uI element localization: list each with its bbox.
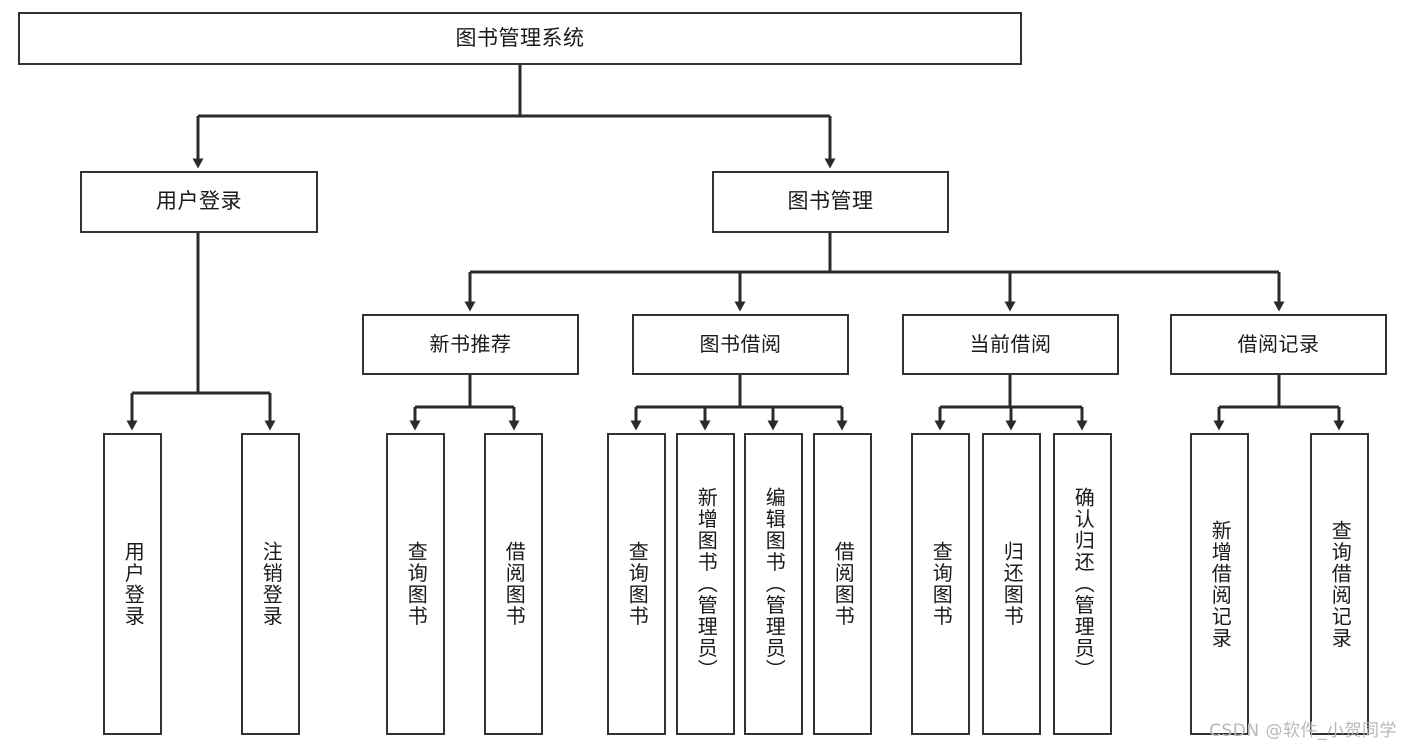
node-book-borrow[interactable]: 图书借阅 [632,314,849,375]
leaf-return-book[interactable]: 归还图书 [982,433,1041,735]
leaf-borrow-book-1-label: 借阅图书 [502,541,527,627]
leaf-user-login-label: 用户登录 [121,541,146,627]
leaf-add-book-label: 新增图书（管理员） [694,487,719,681]
node-user-login[interactable]: 用户登录 [80,171,318,233]
node-book-manage[interactable]: 图书管理 [712,171,949,233]
leaf-edit-book[interactable]: 编辑图书（管理员） [744,433,803,735]
node-new-book-recommend-label: 新书推荐 [429,332,512,357]
leaf-return-book-label: 归还图书 [1000,541,1025,627]
node-borrow-record[interactable]: 借阅记录 [1170,314,1387,375]
leaf-add-book[interactable]: 新增图书（管理员） [676,433,735,735]
node-root-label: 图书管理系统 [455,25,585,50]
node-new-book-recommend[interactable]: 新书推荐 [362,314,579,375]
leaf-borrow-book-1[interactable]: 借阅图书 [484,433,543,735]
leaf-add-record[interactable]: 新增借阅记录 [1190,433,1249,735]
leaf-query-book-2[interactable]: 查询图书 [607,433,666,735]
node-book-borrow-label: 图书借阅 [699,332,782,357]
leaf-query-book-3-label: 查询图书 [929,541,954,627]
node-book-manage-label: 图书管理 [787,189,874,214]
leaf-borrow-book-2[interactable]: 借阅图书 [813,433,872,735]
node-current-borrow-label: 当前借阅 [969,332,1052,357]
leaf-logout-label: 注销登录 [259,541,284,627]
leaf-confirm-return-label: 确认归还（管理员） [1071,487,1096,681]
leaf-query-book-1-label: 查询图书 [404,541,429,627]
leaf-user-login[interactable]: 用户登录 [103,433,162,735]
leaf-add-record-label: 新增借阅记录 [1208,519,1233,649]
node-current-borrow[interactable]: 当前借阅 [902,314,1119,375]
leaf-query-record-label: 查询借阅记录 [1328,519,1353,649]
node-user-login-label: 用户登录 [156,189,242,214]
leaf-query-book-3[interactable]: 查询图书 [911,433,970,735]
csdn-watermark: CSDN @软件_小贺同学 [1209,721,1397,741]
leaf-confirm-return[interactable]: 确认归还（管理员） [1053,433,1112,735]
leaf-borrow-book-2-label: 借阅图书 [831,541,856,627]
node-root[interactable]: 图书管理系统 [18,12,1022,65]
leaf-edit-book-label: 编辑图书（管理员） [762,487,787,681]
leaf-logout[interactable]: 注销登录 [241,433,300,735]
leaf-query-book-2-label: 查询图书 [625,541,650,627]
leaf-query-record[interactable]: 查询借阅记录 [1310,433,1369,735]
leaf-query-book-1[interactable]: 查询图书 [386,433,445,735]
node-borrow-record-label: 借阅记录 [1237,332,1320,357]
